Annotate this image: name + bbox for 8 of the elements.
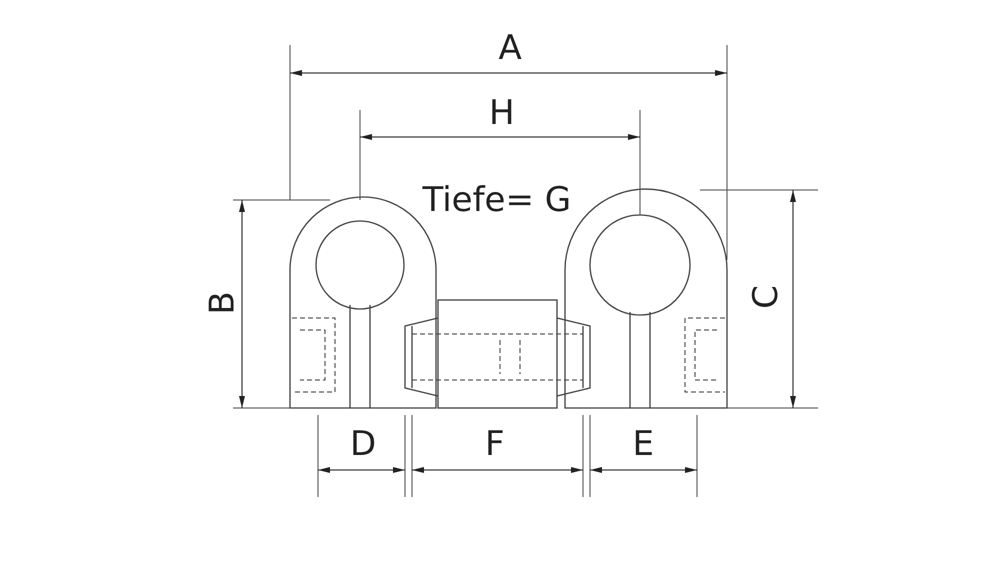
dimension-label: B <box>205 291 240 315</box>
dimension-label: E <box>632 427 654 461</box>
dimension-label: C <box>748 285 783 309</box>
dimension-label: D <box>350 427 376 461</box>
dimension-label: F <box>485 427 505 461</box>
dimension-label: Tiefe= G <box>422 183 572 217</box>
dimension-label: A <box>498 31 522 65</box>
dimension-label: H <box>489 96 515 130</box>
